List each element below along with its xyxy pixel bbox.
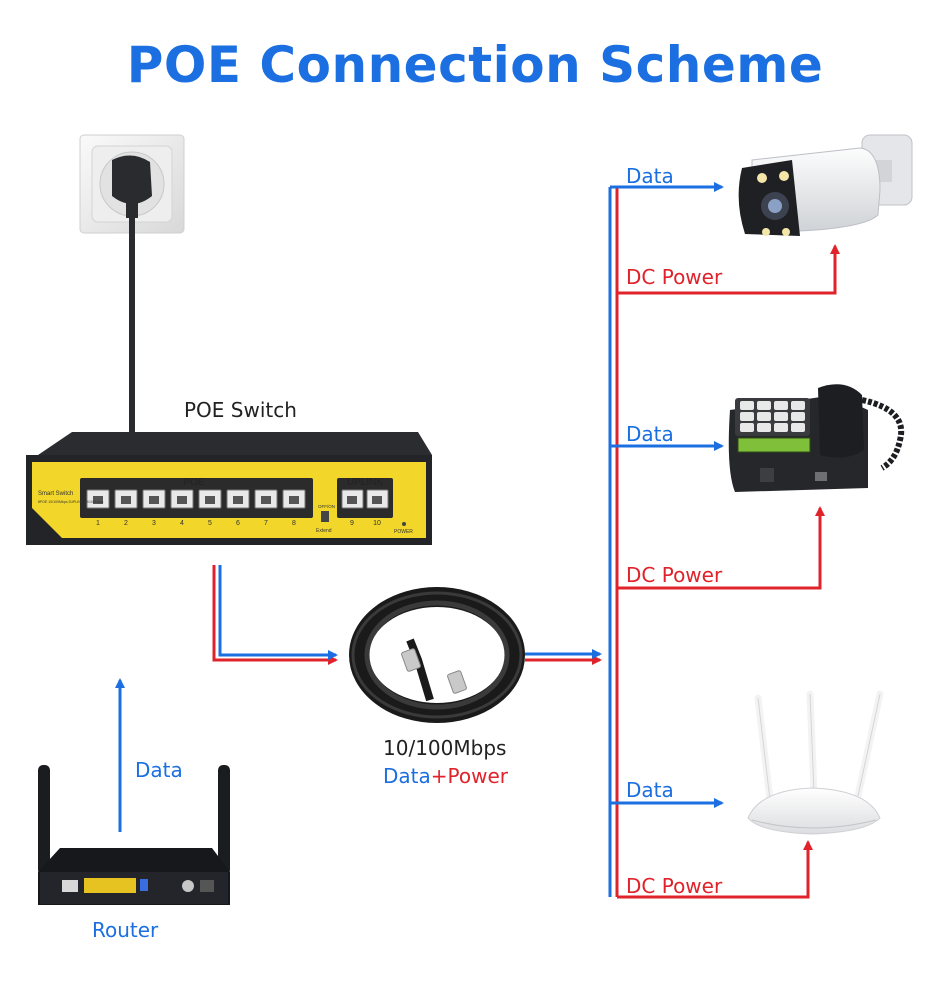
phone-key <box>740 423 754 432</box>
poe-port-socket <box>289 496 299 504</box>
uplink-port-socket <box>372 496 382 504</box>
poe-port-socket <box>177 496 187 504</box>
router-icon <box>38 765 230 905</box>
poe-switch-label: POE Switch <box>184 398 297 422</box>
port-number-labels: 1 2 3 4 5 6 7 8 9 10 <box>96 520 381 527</box>
uplink-number-9: 9 <box>350 520 354 527</box>
camera-branch <box>610 182 840 295</box>
port-number-6: 6 <box>236 520 240 527</box>
router-label: Router <box>92 918 159 942</box>
cable-speed-label: 10/100Mbps <box>383 736 507 760</box>
switch-spec: 8POE 10/100Mbps 2UPLINK 10/100Mbps <box>38 500 104 504</box>
poe-port-socket <box>121 496 131 504</box>
phone-key <box>757 412 771 421</box>
phone-key <box>740 412 754 421</box>
ethernet-cable-icon <box>349 587 525 723</box>
phone-data-label: Data <box>626 422 674 446</box>
uplink-port-socket <box>347 496 357 504</box>
phone-key <box>757 423 771 432</box>
port-number-8: 8 <box>292 520 296 527</box>
poe-port-socket <box>233 496 243 504</box>
phone-key <box>791 401 805 410</box>
poe-port-socket <box>261 496 271 504</box>
port-number-5: 5 <box>208 520 212 527</box>
phone-key <box>740 401 754 410</box>
phone-key <box>774 423 788 432</box>
switch-to-cable-link <box>212 565 338 665</box>
ap-data-label: Data <box>626 778 674 802</box>
power-led <box>402 522 406 526</box>
camera-data-label: Data <box>626 164 674 188</box>
camera-power-label: DC Power <box>626 265 723 289</box>
plug-icon <box>112 155 152 437</box>
ip-phone-icon <box>728 384 905 492</box>
phone-key <box>791 423 805 432</box>
uplink-number-10: 10 <box>373 520 381 527</box>
wireless-ap-icon <box>747 690 884 835</box>
phone-branch <box>610 441 825 590</box>
phone-key <box>774 401 788 410</box>
uplink-ports <box>341 489 389 509</box>
switch-power-label: POWER <box>394 529 413 535</box>
switch-brand: Smart Switch <box>38 491 73 497</box>
ap-branch <box>610 798 813 899</box>
cable-data-text: Data <box>383 764 431 788</box>
router-data-label: Data <box>135 758 183 782</box>
cable-to-bus-link <box>525 649 602 665</box>
phone-key <box>757 401 771 410</box>
phone-key <box>791 412 805 421</box>
switch-uplink-label: UPLINK <box>347 477 383 488</box>
ip-camera-icon <box>738 134 913 236</box>
port-number-4: 4 <box>180 520 184 527</box>
switch-mode-label: OFF/ON <box>318 504 335 509</box>
distribution-bus <box>608 187 619 897</box>
cable-plus-text: + <box>430 764 448 788</box>
poe-ports <box>86 489 306 509</box>
port-number-7: 7 <box>264 520 268 527</box>
switch-poe-label: POE <box>183 477 204 488</box>
phone-key <box>774 412 788 421</box>
poe-port-socket <box>93 496 103 504</box>
port-number-1: 1 <box>96 520 100 527</box>
phone-keypad <box>740 401 805 432</box>
port-number-3: 3 <box>152 520 156 527</box>
phone-power-label: DC Power <box>626 563 723 587</box>
poe-switch-icon: POE UPLINK Smart Switch 8POE 10/100Mbps … <box>26 432 432 545</box>
ap-power-label: DC Power <box>626 874 723 898</box>
page-title: POE Connection Scheme <box>126 36 824 94</box>
port-number-2: 2 <box>124 520 128 527</box>
poe-port-socket <box>205 496 215 504</box>
extend-switch-toggle <box>321 511 329 522</box>
cable-data-power-label: Data+Power <box>383 764 508 788</box>
cable-power-text: Power <box>447 764 508 788</box>
switch-extend-label: Extend <box>316 528 332 534</box>
poe-port-socket <box>149 496 159 504</box>
